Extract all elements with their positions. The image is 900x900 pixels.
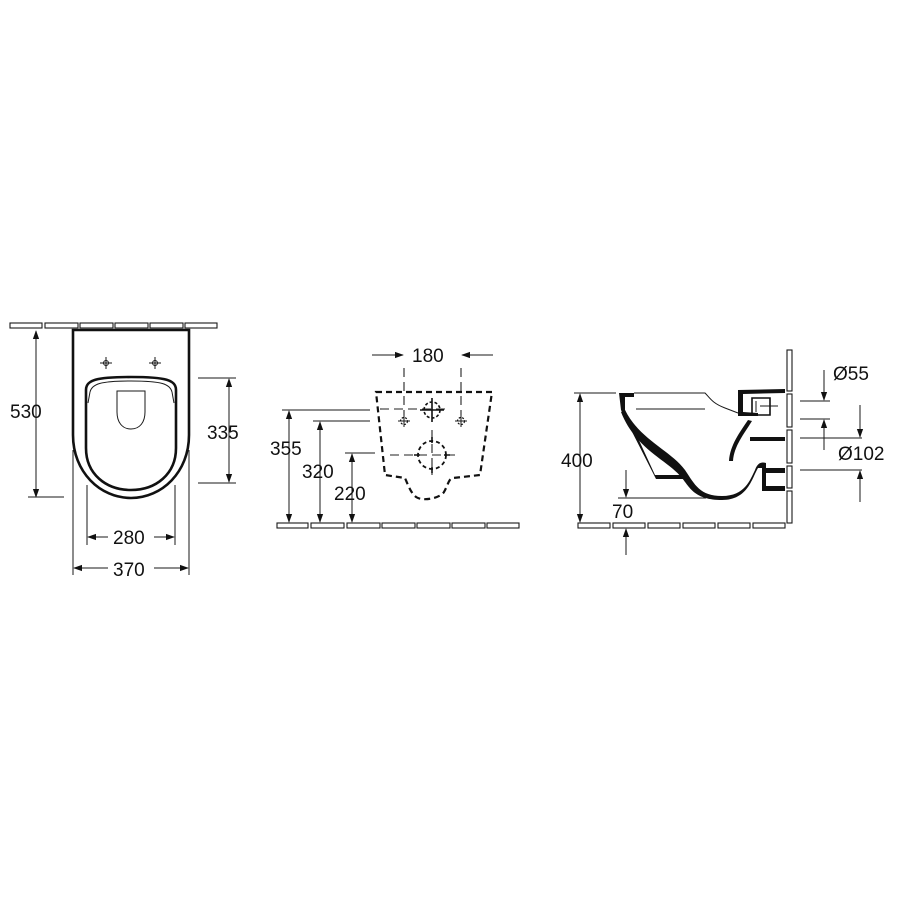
dim-rim-height: 400 [561, 451, 593, 472]
dim-fixing-bolt-height: 320 [302, 462, 334, 483]
dim-inlet-diameter: Ø55 [833, 364, 869, 385]
dim-top-fixing-height: 355 [270, 439, 302, 460]
dim-outlet-center-height: 220 [334, 484, 366, 505]
dim-outlet-diameter: Ø102 [838, 444, 884, 465]
side-view: 400 70 Ø55 Ø102 [561, 349, 884, 555]
seat-ring [84, 375, 178, 492]
dim-outlet-height-offset: 70 [612, 502, 633, 523]
bowl-opening [116, 390, 146, 430]
dim-inner-width: 280 [113, 528, 145, 549]
inlet-opening-icon [420, 398, 444, 422]
bowl-outline [71, 328, 191, 500]
fixing-hole-icon [100, 357, 161, 369]
dim-seat-opening-depth: 335 [207, 423, 239, 444]
wall-tiles [9, 322, 218, 329]
wall-section [786, 349, 793, 524]
floor-tiles-side [577, 522, 786, 529]
dim-overall-width: 370 [113, 560, 145, 581]
bowl-section [619, 389, 785, 500]
floor-tiles [276, 522, 520, 529]
fixing-bolt-icon [398, 415, 467, 427]
rear-outline [374, 390, 494, 501]
dim-fixing-hole-spacing: 180 [412, 346, 444, 367]
outlet-opening-icon [414, 437, 450, 473]
top-view: 530 335 280 370 [9, 322, 239, 581]
rear-view: 180 355 320 220 [270, 346, 520, 529]
dim-overall-length: 530 [10, 402, 42, 423]
